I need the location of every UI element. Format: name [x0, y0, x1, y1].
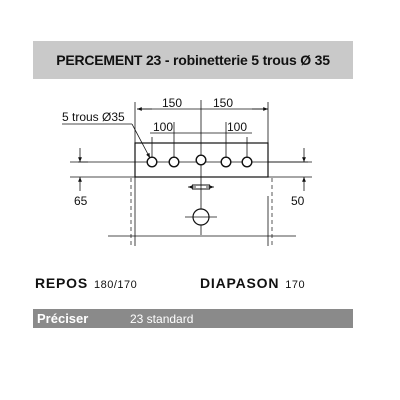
model-repos-name: REPOS: [35, 275, 89, 291]
title-bar: PERCEMENT 23 - robinetterie 5 trous Ø 35: [33, 41, 353, 79]
holes-leader: [131, 123, 151, 159]
holes-label: 5 trous Ø35: [62, 110, 125, 124]
model-diapason-name: DIAPASON: [200, 275, 280, 291]
tap-hole-5: [241, 156, 253, 168]
model-repos-range: 180/170: [94, 279, 138, 291]
tap-hole-2: [168, 156, 180, 168]
page-title: PERCEMENT 23 - robinetterie 5 trous Ø 35: [56, 52, 330, 68]
tap-hole-1: [146, 156, 158, 168]
tap-hole-3: [195, 154, 207, 166]
dim-150-left-text: 150: [162, 96, 182, 110]
dim-65-text: 65: [74, 194, 88, 208]
dim-150-right-text: 150: [213, 96, 233, 110]
tap-hole-4: [220, 156, 232, 168]
model-diapason-range: 170: [285, 279, 306, 291]
deck-rect: [134, 142, 269, 178]
dim-100-right-text: 100: [227, 120, 247, 134]
dim-50-text: 50: [291, 194, 305, 208]
specify-label: Préciser: [37, 311, 89, 326]
specify-value: 23 standard: [130, 311, 194, 326]
model-repos: REPOS 180/170: [35, 275, 137, 293]
model-diapason: DIAPASON 170: [200, 275, 305, 293]
specify-bar: Préciser 23 standard: [33, 309, 353, 328]
dim-100-left-text: 100: [153, 120, 173, 134]
